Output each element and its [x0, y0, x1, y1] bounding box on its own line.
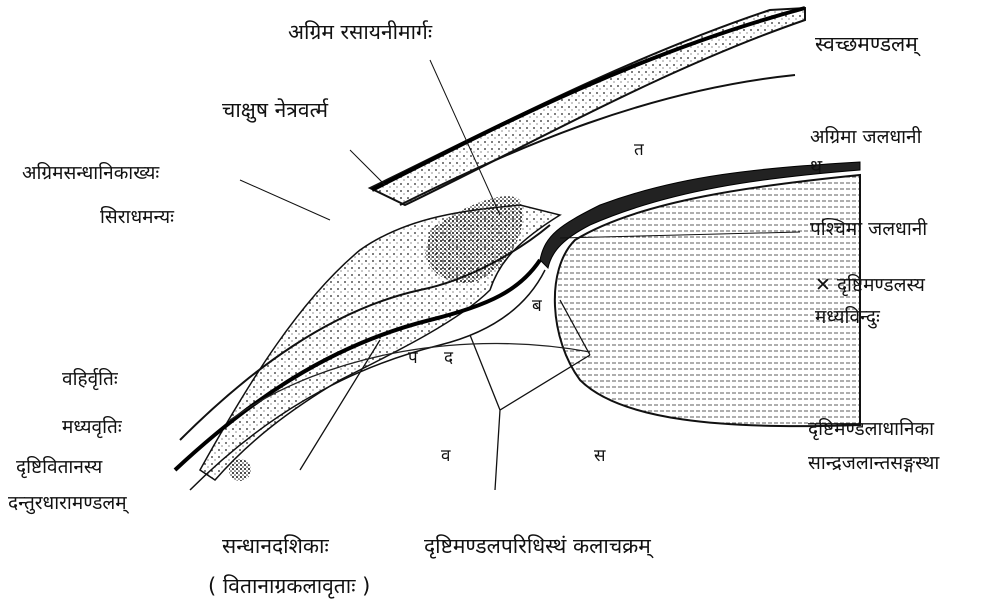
label-lens-centre-2: मध्यविन्दुः [815, 306, 880, 329]
label-anterior-canal: अग्रिम रसायनीमार्गः [288, 20, 432, 45]
letter-ba: ब [532, 296, 542, 316]
label-zonule-1: सन्धानदशिकाः [222, 534, 329, 559]
label-chamber-letter: थ [810, 156, 822, 179]
label-zonule-2: ( वितानाग्रकलावृताः ) [208, 574, 370, 599]
label-cornea: स्वच्छमण्डलम् [815, 32, 918, 57]
letter-ta: त [634, 140, 644, 160]
label-retina-1: दृष्टिवितानस्य [16, 456, 102, 479]
letter-va: व [441, 446, 450, 466]
leader-anterior-ciliary [240, 180, 330, 220]
label-lens-centre-1: ✕ दृष्टिमण्डलस्य [815, 274, 925, 297]
letter-sa: स [594, 446, 606, 466]
retina-spot [229, 459, 251, 481]
label-ciliary-ring: दृष्टिमण्डलपरिधिस्थं कलाचक्रम् [424, 534, 651, 559]
label-lens-capsule-2: सान्द्रजलान्तसङ्गस्था [808, 452, 939, 475]
leader-conjunctiva [350, 150, 385, 185]
letter-da: द [444, 348, 453, 368]
label-retina-2: दन्तुरधारामण्डलम् [8, 492, 127, 515]
label-middle-coat: मध्यवृतिः [62, 416, 122, 439]
label-outer-coat: वहिर्वृतिः [62, 368, 118, 391]
ciliary-dense-mass [425, 196, 523, 283]
letter-pa: प [408, 348, 418, 368]
label-anterior-ciliary: अग्रिमसन्धानिकाख्यः [22, 162, 159, 185]
label-anterior-chamber: अग्रिमा जलधानी [810, 126, 922, 149]
label-posterior-chamber: पश्चिमा जलधानी [810, 218, 927, 241]
label-lens-capsule-1: दृष्टिमण्डलाधानिका [808, 418, 934, 441]
label-conjunctiva: चाक्षुष नेत्रवर्त्म [222, 98, 328, 123]
label-vein: सिराधमन्यः [100, 206, 174, 229]
